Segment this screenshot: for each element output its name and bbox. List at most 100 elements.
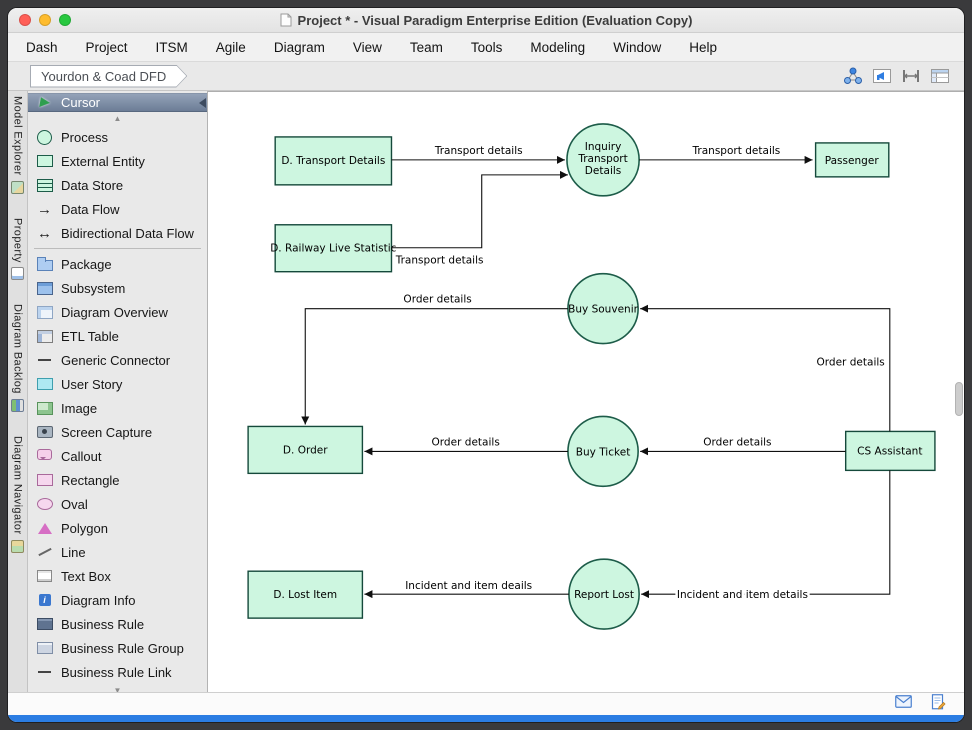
menu-item-dash[interactable]: Dash xyxy=(12,40,72,55)
palette-item-label: Data Store xyxy=(61,178,123,193)
node-label-order: D. Order xyxy=(283,444,328,456)
model-structure-icon[interactable] xyxy=(843,66,863,86)
breadcrumb-label: Yourdon & Coad DFD xyxy=(41,69,166,84)
palette-item-generic-connector[interactable]: Generic Connector xyxy=(28,348,207,372)
palette-item-label: Rectangle xyxy=(61,473,120,488)
title-bar: Project * - Visual Paradigm Enterprise E… xyxy=(8,8,964,33)
diagram-info-icon xyxy=(36,592,53,608)
menu-item-help[interactable]: Help xyxy=(675,40,731,55)
side-tab-diagram-navigator[interactable]: Diagram Navigator xyxy=(11,436,24,553)
palette-item-label: Image xyxy=(61,401,97,416)
palette-item-oval[interactable]: Oval xyxy=(28,492,207,516)
callout-icon xyxy=(36,448,53,464)
palette-item-etl-table[interactable]: ETL Table xyxy=(28,324,207,348)
flow-railway-store-to-inquiry[interactable] xyxy=(391,175,567,248)
node-label-buy-souvenir: Buy Souvenir xyxy=(568,304,639,316)
business-rule-link-icon xyxy=(36,664,53,680)
palette-item-callout[interactable]: Callout xyxy=(28,444,207,468)
palette-item-label: User Story xyxy=(61,377,122,392)
palette-item-label: Subsystem xyxy=(61,281,125,296)
palette-item-text-box[interactable]: Text Box xyxy=(28,564,207,588)
flow-buy-souvenir-to-order-store[interactable] xyxy=(305,309,568,425)
model-explorer-icon xyxy=(11,181,24,194)
palette-item-business-rule-group[interactable]: Business Rule Group xyxy=(28,636,207,660)
image-icon xyxy=(36,400,53,416)
close-button[interactable] xyxy=(19,14,31,26)
palette-item-data-flow[interactable]: Data Flow xyxy=(28,197,207,221)
palette-item-business-rule-link[interactable]: Business Rule Link xyxy=(28,660,207,684)
breadcrumb[interactable]: Yourdon & Coad DFD xyxy=(30,65,187,88)
palette-item-label: Process xyxy=(61,130,108,145)
palette-item-diagram-info[interactable]: Diagram Info xyxy=(28,588,207,612)
menu-item-team[interactable]: Team xyxy=(396,40,457,55)
diagram-backlog-icon xyxy=(11,399,24,412)
node-label-buy-ticket: Buy Ticket xyxy=(576,446,631,458)
business-rule-icon xyxy=(36,616,53,632)
palette-item-bidirectional-data-flow[interactable]: Bidirectional Data Flow xyxy=(28,221,207,245)
palette-item-subsystem[interactable]: Subsystem xyxy=(28,276,207,300)
side-tab-model-explorer[interactable]: Model Explorer xyxy=(11,96,24,194)
menu-item-window[interactable]: Window xyxy=(599,40,675,55)
edge-label-souvenir-order: Order details xyxy=(403,294,471,306)
palette-item-label: Diagram Overview xyxy=(61,305,168,320)
menu-item-agile[interactable]: Agile xyxy=(202,40,260,55)
flow-cs-assistant-to-report-lost[interactable] xyxy=(641,470,890,594)
palette-item-screen-capture[interactable]: Screen Capture xyxy=(28,420,207,444)
note-edit-icon[interactable] xyxy=(930,694,946,715)
business-rule-group-icon xyxy=(36,640,53,656)
menu-item-modeling[interactable]: Modeling xyxy=(516,40,599,55)
fit-width-icon[interactable] xyxy=(901,66,921,86)
palette-item-line[interactable]: Line xyxy=(28,540,207,564)
external-entity-icon xyxy=(36,153,53,169)
side-tab-property[interactable]: Property xyxy=(11,218,24,281)
flow-cs-assistant-to-buy-souvenir[interactable] xyxy=(640,309,890,432)
menu-item-project[interactable]: Project xyxy=(72,40,142,55)
palette-scroll-up-icon[interactable]: ▲ xyxy=(28,112,207,125)
dfd-diagram: D. Transport Details D. Railway Live Sta… xyxy=(208,92,964,692)
side-tab-diagram-backlog[interactable]: Diagram Backlog xyxy=(11,304,24,412)
package-icon xyxy=(36,256,53,272)
subsystem-icon xyxy=(36,280,53,296)
palette-item-label: Generic Connector xyxy=(61,353,170,368)
edge-label-transport-out: Transport details xyxy=(692,145,781,157)
oval-icon xyxy=(36,496,53,512)
palette-item-cursor[interactable]: Cursor xyxy=(28,93,207,112)
menu-item-tools[interactable]: Tools xyxy=(457,40,517,55)
edge-label-cs-ticket: Order details xyxy=(703,436,771,448)
node-label-inquiry-line1: Inquiry xyxy=(585,141,622,153)
node-label-passenger: Passenger xyxy=(825,155,880,167)
window-accent-strip xyxy=(8,715,964,722)
announcement-panel-icon[interactable] xyxy=(872,66,892,86)
palette-item-user-story[interactable]: User Story xyxy=(28,372,207,396)
minimize-button[interactable] xyxy=(39,14,51,26)
menu-item-view[interactable]: View xyxy=(339,40,396,55)
diagram-canvas[interactable]: D. Transport Details D. Railway Live Sta… xyxy=(208,91,964,692)
menu-item-diagram[interactable]: Diagram xyxy=(260,40,339,55)
menu-item-itsm[interactable]: ITSM xyxy=(142,40,202,55)
vertical-scrollbar-thumb[interactable] xyxy=(955,382,963,416)
palette-item-label: Text Box xyxy=(61,569,111,584)
edge-label-cs-report: Incident and item details xyxy=(677,589,808,601)
palette-item-diagram-overview[interactable]: Diagram Overview xyxy=(28,300,207,324)
table-panel-icon[interactable] xyxy=(930,66,950,86)
line-icon xyxy=(36,544,53,560)
palette-scroll-down-icon[interactable]: ▼ xyxy=(28,684,207,692)
palette-item-external-entity[interactable]: External Entity xyxy=(28,149,207,173)
palette-item-business-rule[interactable]: Business Rule xyxy=(28,612,207,636)
palette-corner-handle xyxy=(199,98,206,108)
zoom-button[interactable] xyxy=(59,14,71,26)
palette-item-process[interactable]: Process xyxy=(28,125,207,149)
node-label-report-lost: Report Lost xyxy=(574,589,634,601)
palette-item-label: Oval xyxy=(61,497,88,512)
palette-item-package[interactable]: Package xyxy=(28,252,207,276)
palette-item-data-store[interactable]: Data Store xyxy=(28,173,207,197)
toolbar: Yourdon & Coad DFD xyxy=(8,62,964,91)
mail-icon[interactable] xyxy=(895,695,912,713)
palette-item-label: Diagram Info xyxy=(61,593,135,608)
palette-divider xyxy=(34,248,201,249)
palette-item-polygon[interactable]: Polygon xyxy=(28,516,207,540)
status-bar xyxy=(8,692,964,715)
palette-item-label: ETL Table xyxy=(61,329,119,344)
palette-item-image[interactable]: Image xyxy=(28,396,207,420)
palette-item-rectangle[interactable]: Rectangle xyxy=(28,468,207,492)
